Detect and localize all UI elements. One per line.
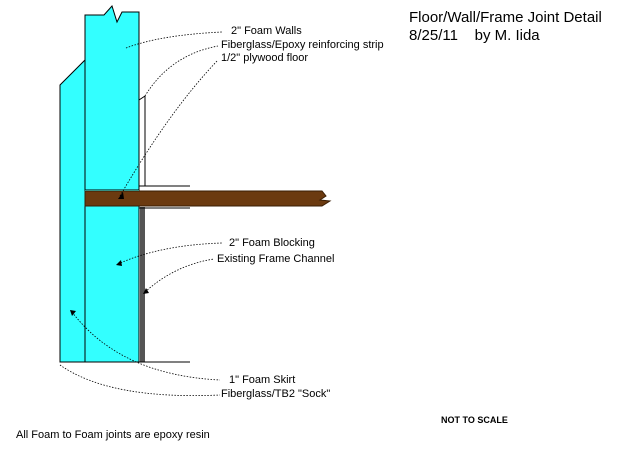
leader-frame-channel [144, 258, 215, 293]
leader-plywood [119, 59, 219, 197]
leader-foam-skirt [71, 311, 221, 381]
label-reinforcing-strip: Fiberglass/Epoxy reinforcing strip [221, 39, 384, 51]
foam-skirt [59, 58, 86, 363]
arrowhead-frame-channel [143, 288, 149, 294]
label-plywood-floor: 1/2" plywood floor [221, 52, 309, 64]
label-foam-skirt: 1" Foam Skirt [229, 374, 296, 386]
leader-reinforcing-strip [144, 45, 219, 97]
arrowhead-foam-blocking [116, 260, 122, 266]
diagram-date-author: 8/25/11 by M. Iida [409, 27, 540, 44]
leader-foam-blocking [117, 242, 223, 265]
leader-lines [59, 31, 223, 396]
frame-channel [140, 207, 145, 362]
not-to-scale-note: NOT TO SCALE [441, 415, 508, 425]
leader-foam-walls [125, 31, 223, 49]
arrowhead-plywood [118, 192, 124, 199]
label-foam-walls: 2" Foam Walls [231, 25, 302, 37]
reinforcing-strip-outline [138, 95, 146, 187]
label-sock: Fiberglass/TB2 "Sock" [221, 388, 331, 400]
label-frame-channel: Existing Frame Channel [217, 253, 335, 265]
plywood-floor [84, 190, 332, 207]
arrowhead-foam-skirt [70, 310, 76, 316]
foam-blocking [84, 204, 140, 363]
foam-wall [84, 5, 140, 191]
epoxy-joint-note: All Foam to Foam joints are epoxy resin [16, 429, 210, 441]
leader-sock [59, 364, 221, 396]
diagram-title: Floor/Wall/Frame Joint Detail [409, 9, 602, 26]
label-foam-blocking: 2" Foam Blocking [229, 237, 315, 249]
